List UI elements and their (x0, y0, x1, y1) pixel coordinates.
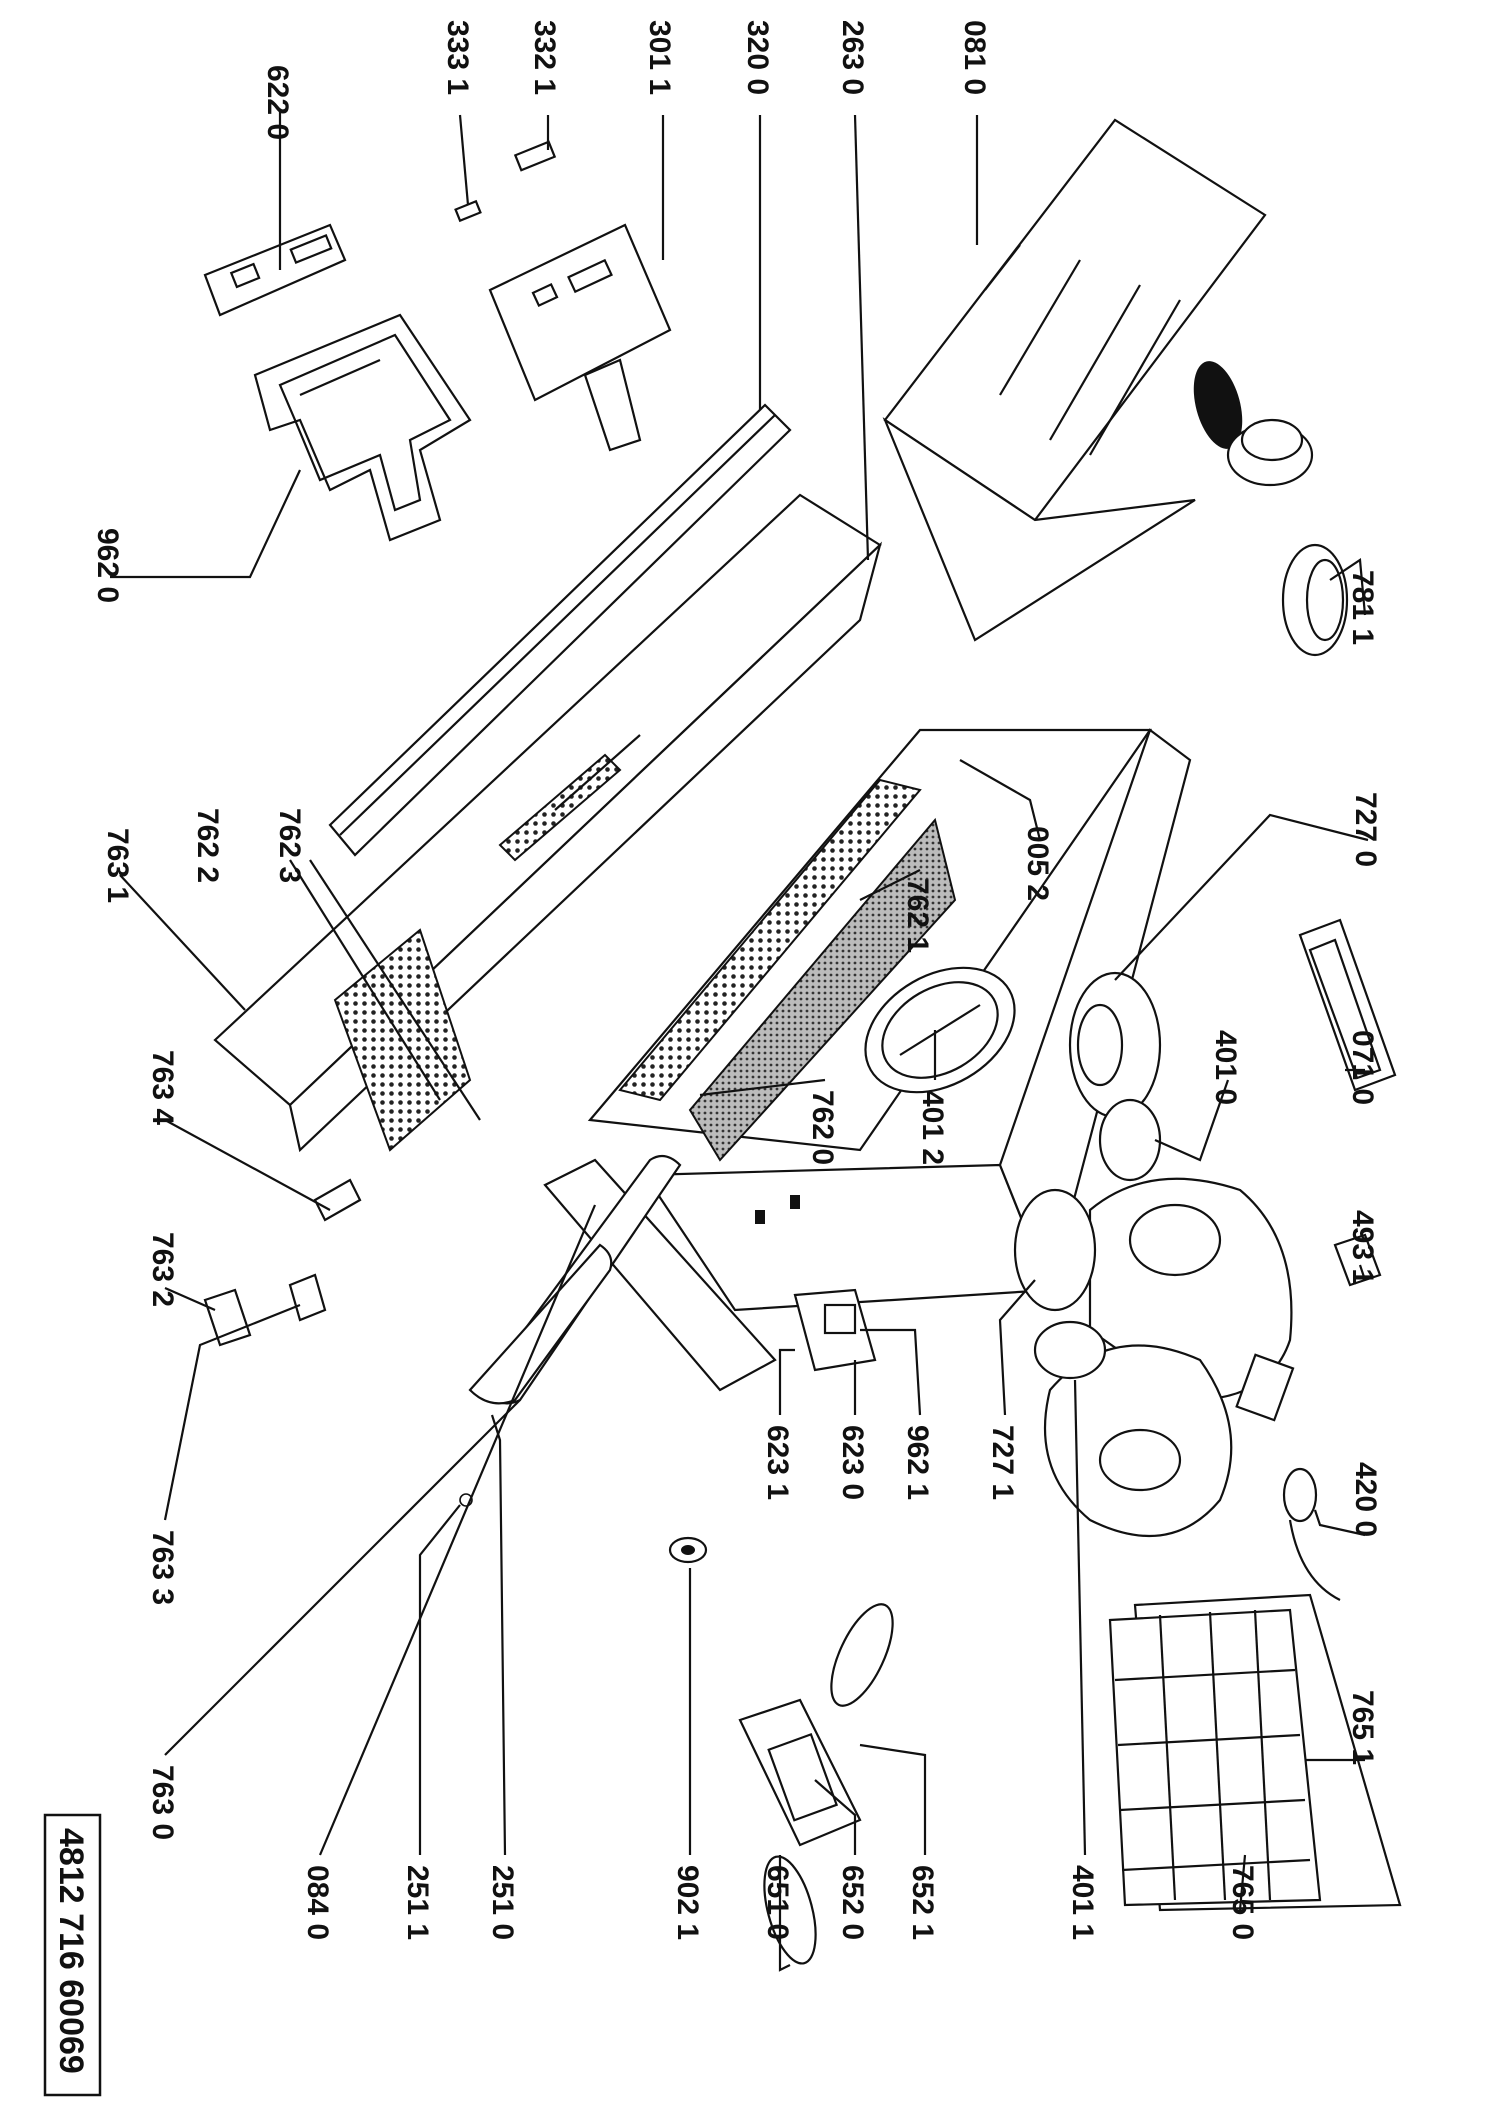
part-bulbs (763, 1603, 894, 1965)
label-762-2: 762 2 (191, 808, 224, 883)
part-knob-small (454, 140, 557, 223)
part-front-bar (328, 403, 792, 857)
label-763-3: 763 3 (146, 1530, 179, 1605)
label-762-3: 762 3 (273, 808, 306, 883)
label-332-1: 332 1 (528, 20, 561, 95)
part-labels: 622 0 333 1 332 1 301 1 320 0 263 0 081 … (91, 20, 1382, 1940)
part-grease-filter (1108, 1593, 1402, 1912)
label-420-0: 420 0 (1349, 1462, 1382, 1537)
label-962-1: 962 1 (901, 1425, 934, 1500)
label-071-0: 071 0 (1346, 1030, 1379, 1105)
label-084-0: 084 0 (301, 1865, 334, 1940)
part-control-plate (203, 223, 347, 317)
label-401-0: 401 0 (1209, 1030, 1242, 1105)
part-frame (253, 313, 472, 542)
label-962-0: 962 0 (91, 528, 124, 603)
part-control-panel (488, 223, 672, 452)
part-center-body (587, 728, 1153, 1162)
label-763-2: 763 2 (146, 1232, 179, 1307)
label-251-0: 251 0 (486, 1865, 519, 1940)
part-duct-ring (1281, 543, 1349, 657)
part-blower-motor (1043, 1177, 1295, 1538)
part-switch-parts (203, 1178, 362, 1347)
document-code: 4812 716 60069 (52, 1828, 90, 2074)
label-623-0: 623 0 (836, 1425, 869, 1500)
label-763-1: 763 1 (101, 828, 134, 903)
label-401-1: 401 1 (1066, 1865, 1099, 1940)
part-fan-wheel-upper (1068, 971, 1162, 1119)
label-902-1: 902 1 (671, 1865, 704, 1940)
part-grille-plate (1298, 918, 1397, 1092)
label-762-1: 762 1 (901, 878, 934, 953)
part-lamp-holder (738, 1698, 862, 1847)
label-727-0: 727 0 (1349, 792, 1382, 867)
label-727-1: 727 1 (986, 1425, 1019, 1500)
document-code-box: 4812 716 60069 (43, 1813, 102, 2097)
label-081-0: 081 0 (958, 20, 991, 95)
part-top-hood (882, 118, 1314, 642)
label-652-1: 652 1 (906, 1865, 939, 1940)
label-005-2: 005 2 (1021, 826, 1054, 901)
label-651-0: 651 0 (761, 1865, 794, 1940)
part-lamp-lens (468, 1243, 613, 1405)
label-763-0: 763 0 (146, 1765, 179, 1840)
label-781-1: 781 1 (1346, 570, 1379, 645)
label-301-1: 301 1 (643, 20, 676, 95)
label-765-1: 765 1 (1346, 1690, 1379, 1765)
label-652-0: 652 0 (836, 1865, 869, 1940)
label-622-0: 622 0 (261, 65, 294, 140)
label-401-2: 401 2 (916, 1090, 949, 1165)
part-grommet (668, 1536, 708, 1564)
label-765-0: 765 0 (1226, 1865, 1259, 1940)
label-763-4: 763 4 (146, 1050, 179, 1125)
part-fan-hub (1098, 1098, 1162, 1182)
part-clip (1333, 1233, 1382, 1287)
part-capacitor (1282, 1467, 1341, 1601)
label-320-0: 320 0 (741, 20, 774, 95)
part-lamp-switch (793, 1288, 877, 1372)
label-251-1: 251 1 (401, 1865, 434, 1940)
label-493-1: 493 1 (1346, 1210, 1379, 1285)
label-623-1: 623 1 (761, 1425, 794, 1500)
label-762-0: 762 0 (806, 1090, 839, 1165)
label-263-0: 263 0 (836, 20, 869, 95)
leader-lines (110, 110, 1369, 1972)
label-333-1: 333 1 (441, 20, 474, 95)
